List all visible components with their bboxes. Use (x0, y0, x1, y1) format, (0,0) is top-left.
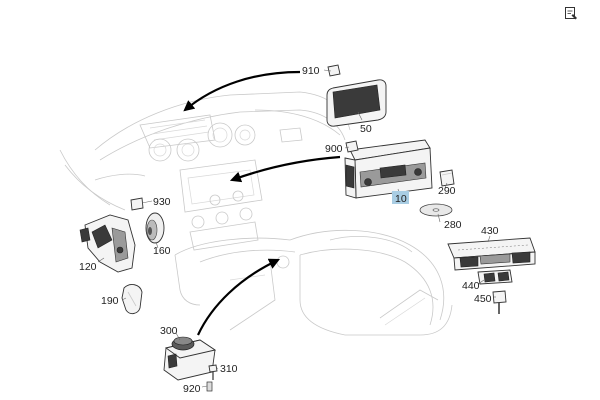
label-50[interactable]: 50 (360, 123, 372, 135)
switch-440[interactable] (477, 269, 513, 285)
label-900[interactable]: 900 (325, 143, 343, 155)
speaker-160[interactable] (145, 212, 165, 244)
label-920[interactable]: 920 (183, 383, 201, 395)
dashboard-outline (59, 91, 453, 336)
cover-190[interactable] (121, 284, 143, 315)
label-290[interactable]: 290 (438, 185, 456, 197)
clip-900[interactable] (345, 140, 359, 153)
label-930[interactable]: 930 (153, 196, 171, 208)
label-10[interactable]: 10 (395, 193, 407, 205)
label-280[interactable]: 280 (444, 219, 462, 231)
bracket-290[interactable] (439, 169, 455, 187)
clip-930[interactable] (130, 197, 144, 211)
part-labels: 910 50 900 290 10 280 930 160 120 190 43… (79, 65, 499, 395)
label-910[interactable]: 910 (302, 65, 320, 77)
label-310[interactable]: 310 (220, 363, 238, 375)
label-450[interactable]: 450 (474, 293, 492, 305)
connector-450[interactable] (492, 290, 507, 314)
bracket-120[interactable] (79, 214, 136, 273)
image-edit-icon[interactable] (565, 7, 578, 20)
label-440[interactable]: 440 (462, 280, 480, 292)
clip-910[interactable] (327, 64, 341, 77)
screw-310[interactable] (208, 364, 218, 380)
label-160[interactable]: 160 (153, 245, 171, 257)
disc-280[interactable] (419, 203, 453, 217)
label-300[interactable]: 300 (160, 325, 178, 337)
display-screen-50[interactable] (326, 79, 387, 127)
climate-panel-430[interactable] (447, 237, 536, 271)
head-unit-10[interactable] (344, 139, 433, 199)
screw-920[interactable] (206, 381, 213, 392)
assembly-arrows (183, 70, 341, 336)
controller-300[interactable] (163, 336, 217, 381)
label-120[interactable]: 120 (79, 261, 97, 273)
label-190[interactable]: 190 (101, 295, 119, 307)
highlight-box (392, 191, 409, 204)
label-430[interactable]: 430 (481, 225, 499, 237)
